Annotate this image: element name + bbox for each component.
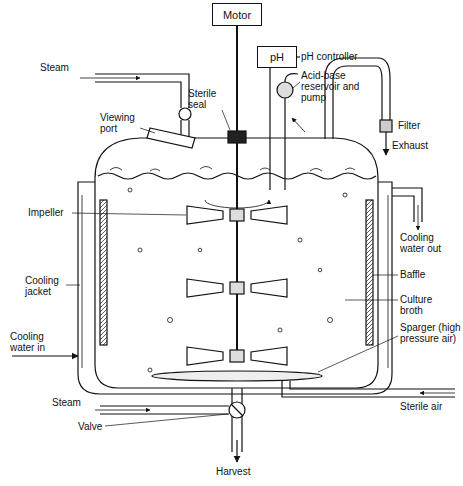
impeller <box>187 347 287 365</box>
steam-arrow <box>95 410 150 411</box>
part-label: Steam <box>40 62 90 73</box>
bubble <box>298 238 302 242</box>
bubble <box>198 248 202 252</box>
impeller-blade <box>251 279 287 297</box>
part-label: Exhaust <box>392 140 452 151</box>
label-box: pH <box>257 46 297 68</box>
foam <box>110 167 355 172</box>
harvest-pipe <box>231 388 232 452</box>
leader-line <box>318 336 398 372</box>
jacket-line <box>82 195 83 368</box>
part-label: Sparger (high pressure air) <box>400 322 462 344</box>
ph-probe <box>269 68 270 190</box>
air-bubbles <box>128 188 347 372</box>
impeller-blade <box>187 347 223 365</box>
sterile-seal <box>228 131 246 143</box>
exhaust-arrow <box>385 132 386 155</box>
part-label: Acid-base reservoir and pump <box>301 70 376 103</box>
bubble <box>278 328 282 332</box>
bubble <box>138 248 142 252</box>
label-box: Motor <box>212 3 262 26</box>
baffle <box>100 200 107 345</box>
part-label: Impeller <box>28 207 76 218</box>
impeller <box>187 206 287 224</box>
bubble <box>128 188 132 192</box>
part-label: Filter <box>398 120 448 131</box>
steam-pipe <box>95 74 189 108</box>
leader-line <box>105 414 228 426</box>
bubble <box>148 368 152 372</box>
steam-arrow <box>80 78 140 79</box>
viewing-port <box>147 128 195 148</box>
jacket-line <box>388 195 389 368</box>
part-label: Steam <box>52 397 97 408</box>
harvest-arrow <box>236 440 237 462</box>
shaft <box>236 26 238 362</box>
part-label: Cooling water in <box>10 331 60 353</box>
leader-line <box>345 300 398 301</box>
valve <box>229 402 245 418</box>
air-arrow <box>420 393 455 394</box>
water-in-pipe <box>12 355 78 356</box>
baffle <box>366 200 373 345</box>
node-text: Motor <box>223 9 251 21</box>
bubble <box>168 318 173 323</box>
part-label: Sterile seal <box>188 88 228 110</box>
impeller-hub <box>230 209 244 221</box>
water-arrow <box>418 205 419 230</box>
impeller-hub <box>230 282 244 294</box>
part-label: Culture broth <box>400 294 450 316</box>
valve-disc <box>231 404 243 416</box>
part-label: pH controller <box>301 51 381 62</box>
leader-line <box>66 285 80 286</box>
part-label: Valve <box>78 421 118 432</box>
part-label: Cooling jacket <box>25 275 70 297</box>
leader-line <box>373 275 398 276</box>
air-pipe <box>290 381 455 389</box>
leader-line <box>293 82 300 88</box>
acid-base-reservoir <box>277 82 293 98</box>
bubble <box>343 193 347 197</box>
reservoir-pipe <box>285 74 298 190</box>
part-label: Cooling water out <box>400 232 455 254</box>
filter <box>380 120 392 132</box>
impeller <box>187 279 287 297</box>
part-label: Baffle <box>400 269 450 280</box>
impeller-blade <box>251 347 287 365</box>
sparger <box>152 371 322 381</box>
impellers <box>187 206 287 365</box>
bubble <box>328 318 333 323</box>
rotation-arrow <box>205 200 269 208</box>
impeller-hub <box>230 350 244 362</box>
leader-line <box>297 56 300 57</box>
leader-line <box>140 128 155 133</box>
vessel-wall <box>95 138 378 388</box>
part-label: Sterile air <box>400 401 460 412</box>
impeller-blade <box>187 206 223 224</box>
air-pipe <box>282 381 455 397</box>
impeller-blade <box>187 279 223 297</box>
part-label: Viewing port <box>100 112 145 134</box>
impeller-blade <box>251 206 287 224</box>
node-text: pH <box>270 51 284 63</box>
liquid-surface <box>98 173 376 179</box>
leader-line <box>72 213 186 215</box>
water-pipe <box>392 188 422 222</box>
gas-arrow <box>292 118 305 132</box>
harvest-pipe <box>241 388 242 452</box>
part-label: Harvest <box>216 466 266 477</box>
leader-line <box>222 110 230 130</box>
bubble <box>318 268 322 272</box>
